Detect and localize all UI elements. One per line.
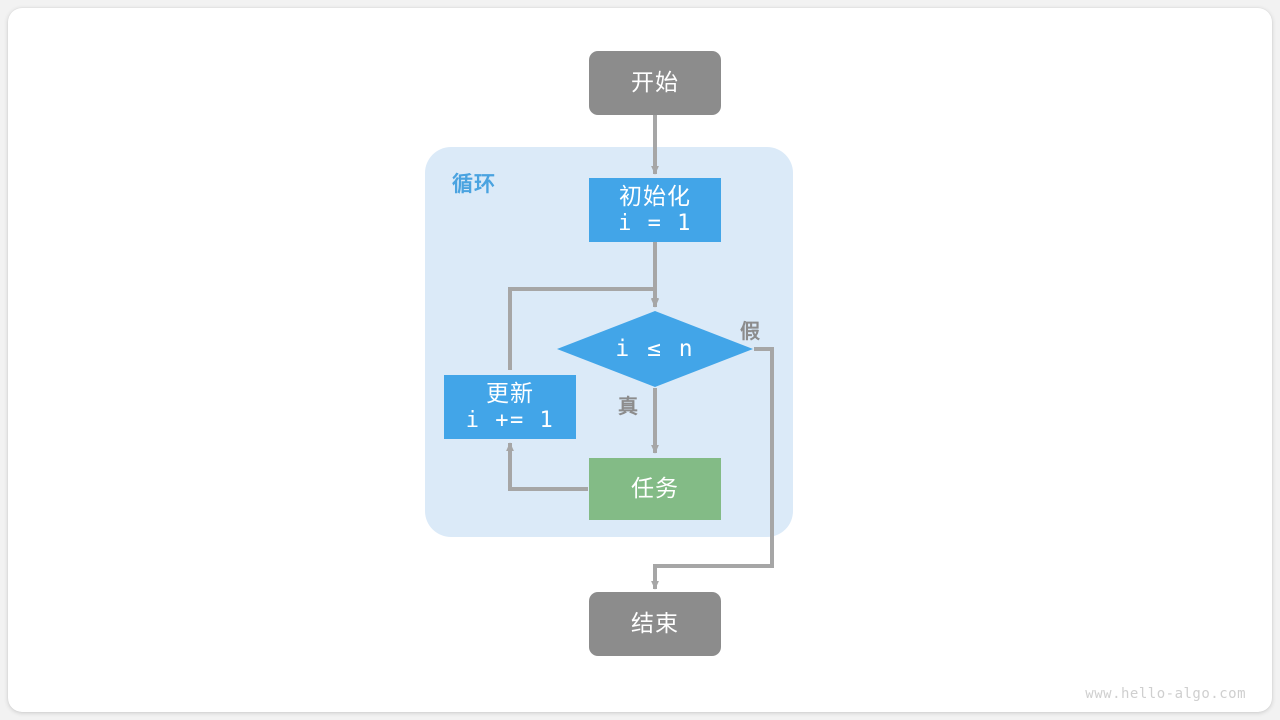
watermark-text: www.hello-algo.com	[1085, 686, 1246, 702]
branch-label-true: 真	[618, 396, 638, 418]
node-init-label: 初始化	[619, 183, 691, 210]
node-init[interactable]: 初始化 i = 1	[589, 178, 721, 242]
edge-update-to-decision	[508, 287, 659, 370]
node-task[interactable]: 任务	[589, 458, 721, 520]
node-decision[interactable]: i ≤ n	[557, 311, 753, 387]
branch-label-false: 假	[740, 321, 760, 343]
node-init-code: i = 1	[618, 210, 692, 236]
node-decision-label: i ≤ n	[615, 336, 695, 362]
node-update-code: i += 1	[465, 407, 555, 433]
edge-decision-to-end	[651, 347, 774, 590]
node-start[interactable]: 开始	[589, 51, 721, 115]
node-start-label: 开始	[631, 69, 679, 96]
loop-group-label: 循环	[452, 173, 496, 196]
node-task-label: 任务	[631, 475, 679, 502]
edge-task-to-update	[506, 442, 588, 491]
decision-diamond-shape	[557, 311, 753, 387]
node-update-label: 更新	[486, 380, 534, 407]
node-update[interactable]: 更新 i += 1	[444, 375, 576, 439]
node-end-label: 结束	[631, 610, 679, 637]
node-end[interactable]: 结束	[589, 592, 721, 656]
